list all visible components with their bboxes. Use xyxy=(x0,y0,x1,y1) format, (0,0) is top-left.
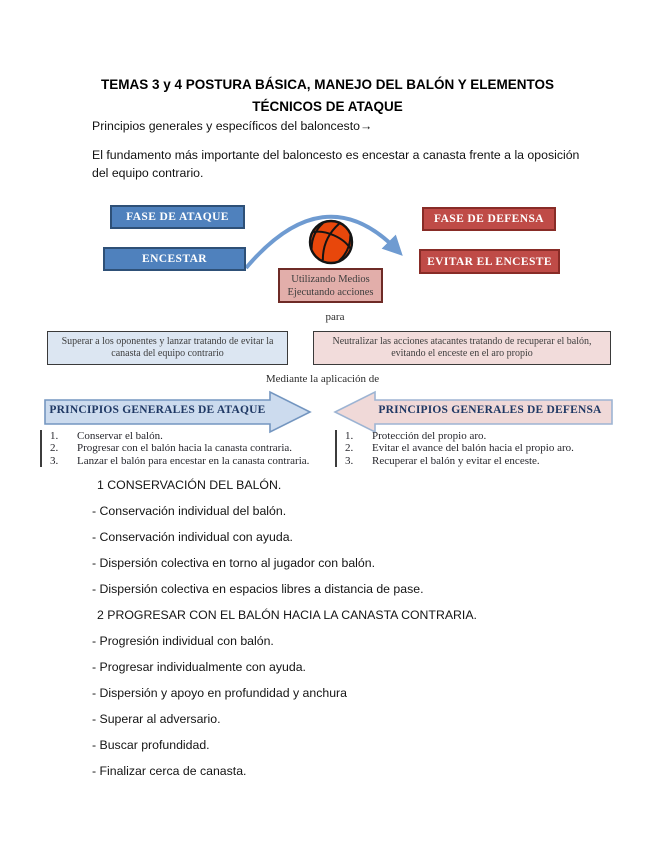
attack-principles-title: PRINCIPIOS GENERALES DE ATAQUE xyxy=(49,404,266,416)
bullet-line: - Progresar individualmente con ayuda. xyxy=(92,660,306,674)
list-item-text: Recuperar el balón y evitar el enceste. xyxy=(372,454,540,467)
attack-principles-list: Conservar el balón. Progresar con el bal… xyxy=(40,430,327,468)
list-item: Lanzar el balón para encestar en la cana… xyxy=(47,455,327,467)
defense-goal-box: Neutralizar las acciones atacantes trata… xyxy=(313,331,611,365)
mediante-label: Mediante la aplicación de xyxy=(265,373,380,385)
defense-phase-box: FASE DE DEFENSA xyxy=(422,207,556,231)
means-line2: Ejecutando acciones xyxy=(287,286,374,298)
list-item: Progresar con el balón hacia la canasta … xyxy=(47,442,327,454)
means-line1: Utilizando Medios xyxy=(291,273,370,285)
list-item-text: Conservar el balón. xyxy=(77,430,163,442)
body-text: 1 CONSERVACIÓN DEL BALÓN. - Conservación… xyxy=(92,472,632,784)
section-heading: 2 PROGRESAR CON EL BALÓN HACIA LA CANAST… xyxy=(97,608,477,622)
list-number xyxy=(342,455,372,467)
list-number xyxy=(47,455,77,467)
bullet-line: - Dispersión colectiva en torno al jugad… xyxy=(92,556,375,570)
attack-phase-box: FASE DE ATAQUE xyxy=(110,205,245,229)
means-box: Utilizando Medios Ejecutando acciones xyxy=(278,268,383,303)
attack-goal-box: Superar a los oponentes y lanzar tratand… xyxy=(47,331,288,365)
defense-principles-title: PRINCIPIOS GENERALES DE DEFENSA xyxy=(378,404,602,416)
bullet-line: - Conservación individual del balón. xyxy=(92,504,287,518)
bullet-line: - Dispersión colectiva en espacios libre… xyxy=(92,582,424,596)
list-item: Conservar el balón. xyxy=(47,430,327,442)
encestar-box: ENCESTAR xyxy=(103,247,246,271)
para-label: para xyxy=(325,311,345,323)
list-number xyxy=(342,442,372,454)
intro-paragraph-1: Principios generales y específicos del b… xyxy=(92,119,373,133)
list-item-text: Evitar el avance del balón hacia el prop… xyxy=(372,442,574,455)
list-item-text: Progresar con el balón hacia la canasta … xyxy=(77,442,293,455)
bullet-line: - Superar al adversario. xyxy=(92,712,221,726)
bullet-line: - Finalizar cerca de canasta. xyxy=(92,764,247,778)
section-heading: 1 CONSERVACIÓN DEL BALÓN. xyxy=(97,478,282,492)
list-number xyxy=(47,430,77,442)
page-title-line1: TEMAS 3 y 4 POSTURA BÁSICA, MANEJO DEL B… xyxy=(100,77,555,92)
bullet-line: - Dispersión y apoyo en profundidad y an… xyxy=(92,686,347,700)
list-item: Recuperar el balón y evitar el enceste. xyxy=(342,455,632,467)
list-item-text: Lanzar el balón para encestar en la cana… xyxy=(77,454,310,467)
list-item: Evitar el avance del balón hacia el prop… xyxy=(342,442,632,454)
page-title-line2: TÉCNICOS DE ATAQUE xyxy=(252,99,403,114)
basketball-icon xyxy=(308,219,354,265)
defense-principles-list: Protección del propio aro. Evitar el ava… xyxy=(335,430,632,468)
page-title: TEMAS 3 y 4 POSTURA BÁSICA, MANEJO DEL B… xyxy=(0,74,655,118)
list-item-text: Protección del propio aro. xyxy=(372,430,487,442)
intro-paragraph-2: El fundamento más importante del balonce… xyxy=(92,148,580,180)
curved-flow-arrow xyxy=(244,214,403,270)
list-item: Protección del propio aro. xyxy=(342,430,632,442)
bullet-line: - Progresión individual con balón. xyxy=(92,634,274,648)
list-number xyxy=(47,442,77,454)
avoid-score-box: EVITAR EL ENCESTE xyxy=(419,249,560,274)
bullet-line: - Buscar profundidad. xyxy=(92,738,210,752)
list-number xyxy=(342,430,372,442)
bullet-line: - Conservación individual con ayuda. xyxy=(92,530,293,544)
